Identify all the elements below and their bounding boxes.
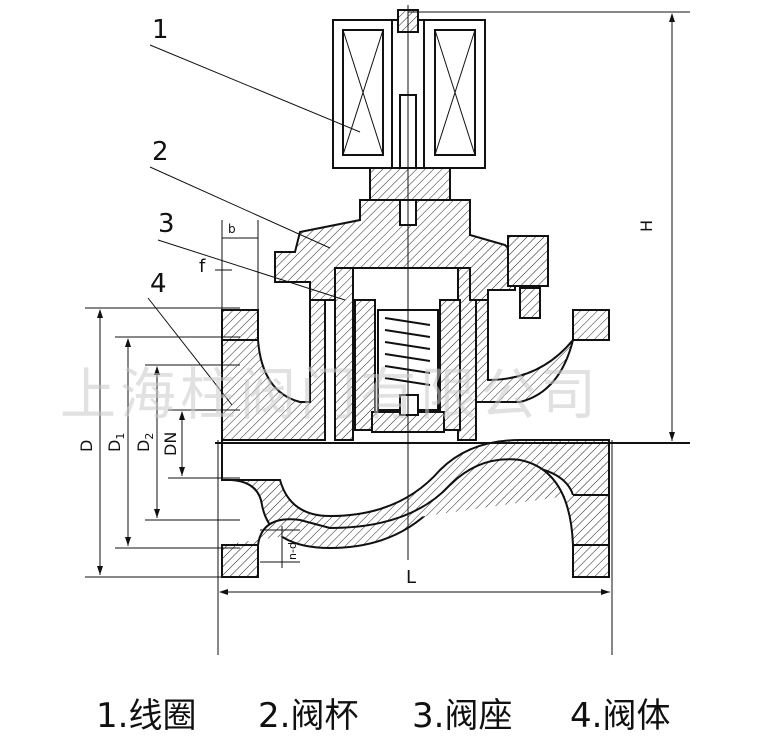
dim-nd: n-d [286,542,299,560]
dimension-lines [85,11,690,655]
valve-body [221,299,610,578]
callout-1: 1 [152,15,169,45]
callout-2: 2 [152,137,169,167]
dim-DN: DN [161,432,180,456]
dim-H: H [637,220,656,232]
legend-item-valve-body: 4.阀体 [570,696,671,736]
leader-lines [147,44,361,406]
legend: 1.线圈 2.阀杯 3.阀座 4.阀体 [0,682,761,742]
dim-D2: D2 [134,433,156,452]
dim-f: f [199,256,206,277]
dim-D1: D1 [105,433,127,452]
dim-D: D [77,440,96,452]
watermark: 上海柱阀门有限公司 [60,363,600,428]
dim-L: L [406,567,416,588]
callout-3: 3 [158,209,175,239]
valve-cup [274,199,549,319]
dim-b: b [228,222,236,236]
legend-item-coil: 1.线圈 [96,696,197,736]
legend-item-valve-seat: 3.阀座 [412,696,513,736]
coil [332,9,486,226]
callout-4: 4 [150,269,167,299]
legend-item-valve-cup: 2.阀杯 [258,696,359,736]
